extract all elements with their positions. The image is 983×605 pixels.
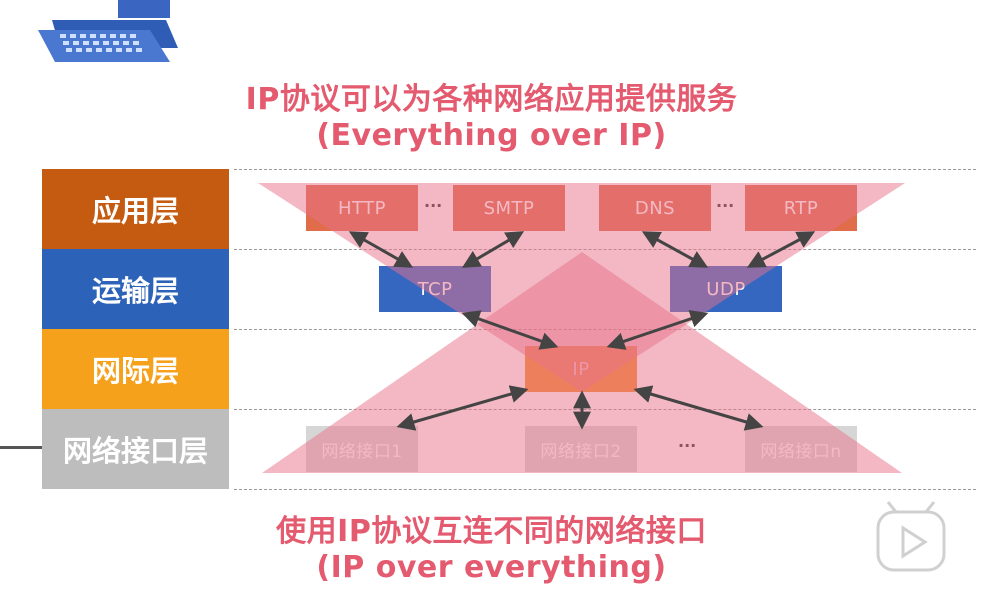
connector-line [0, 446, 42, 449]
layer-internet: 网际层 [42, 329, 229, 409]
separator [234, 249, 976, 250]
smtp-box: SMTP [453, 185, 565, 231]
separator [234, 169, 976, 170]
layer-network-interface: 网络接口层 [42, 409, 229, 489]
layer-application: 应用层 [42, 169, 229, 249]
laptop-icon [38, 0, 178, 62]
separator [234, 409, 976, 410]
tcp-box: TCP [379, 266, 491, 312]
layer-label: 网络接口层 [62, 434, 208, 468]
http-box: HTTP [306, 185, 418, 231]
layer-label: 网际层 [91, 354, 179, 388]
separator [234, 489, 976, 490]
ip-box: IP [525, 346, 637, 392]
udp-box: UDP [670, 266, 782, 312]
ellipsis: ··· [678, 436, 697, 455]
ellipsis: ··· [716, 196, 735, 215]
layer-label: 运输层 [91, 274, 179, 308]
footer-line1: 使用IP协议互连不同的网络接口 [276, 514, 707, 549]
layer-transport: 运输层 [42, 249, 229, 329]
footer-line2: (IP over everything) [316, 550, 667, 585]
heading-line2: (Everything over IP) [316, 118, 667, 153]
dns-box: DNS [599, 185, 711, 231]
separator [234, 329, 976, 330]
interface-box-n: 网络接口n [745, 426, 857, 472]
layer-label: 应用层 [91, 194, 179, 228]
interface-box-1: 网络接口1 [306, 426, 418, 472]
rtp-box: RTP [745, 185, 857, 231]
heading-line1: IP协议可以为各种网络应用提供服务 [245, 82, 738, 117]
interface-box-2: 网络接口2 [525, 426, 637, 472]
ellipsis: ··· [424, 196, 443, 215]
